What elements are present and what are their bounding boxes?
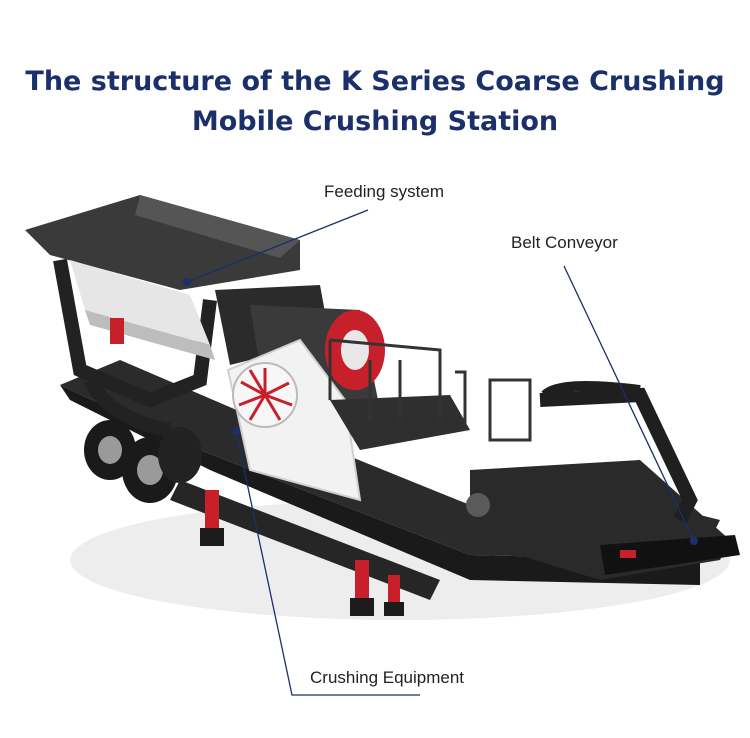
belt-conveyor [466,381,740,580]
feeding-system-label: Feeding system [324,182,444,201]
feeding-leader [186,209,369,283]
leader-lines [186,209,695,696]
support-legs [200,490,404,616]
leader-dots [183,278,698,545]
diagram-title: The structure of the K Series Coarse Cru… [0,62,750,142]
wheel-axles [84,420,202,503]
crushing-equipment-label: Crushing Equipment [310,668,465,687]
title-line-1: The structure of the K Series Coarse Cru… [25,66,725,97]
belt-leader [563,265,695,542]
crushing-leader [235,430,420,696]
walkway-platform [328,338,532,450]
feeding-hopper [25,195,300,360]
title-line-2: Mobile Crushing Station [191,106,559,137]
belt-conveyor-label: Belt Conveyor [511,233,618,252]
jaw-crusher [215,285,385,502]
